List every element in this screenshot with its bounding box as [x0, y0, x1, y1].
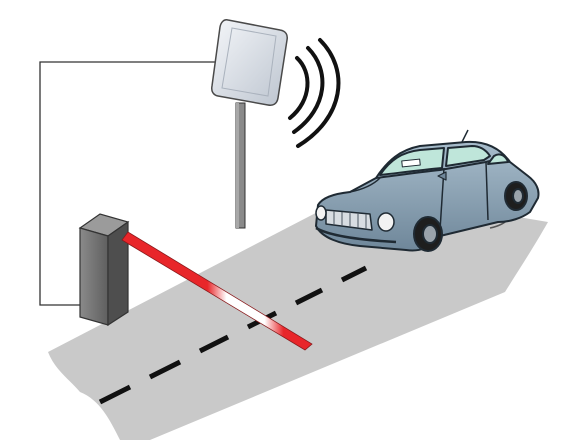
car-side-window: [445, 145, 491, 167]
car-headlight-right: [377, 212, 395, 232]
reader-pole: [235, 102, 246, 229]
control-cable: [39, 61, 215, 306]
barrier-arm: [121, 231, 313, 351]
car-wheel-front: [413, 216, 443, 252]
rfid-reader-antenna: [211, 19, 288, 106]
rfid-tag: [401, 158, 421, 168]
car-grille: [325, 209, 373, 231]
car: [315, 129, 540, 252]
road: [48, 190, 548, 440]
car-headlight-left: [315, 205, 327, 221]
signal-waves-icon: [288, 38, 341, 148]
car-wheel-rear: [504, 181, 528, 211]
barrier-gate-cabinet: [78, 213, 130, 327]
